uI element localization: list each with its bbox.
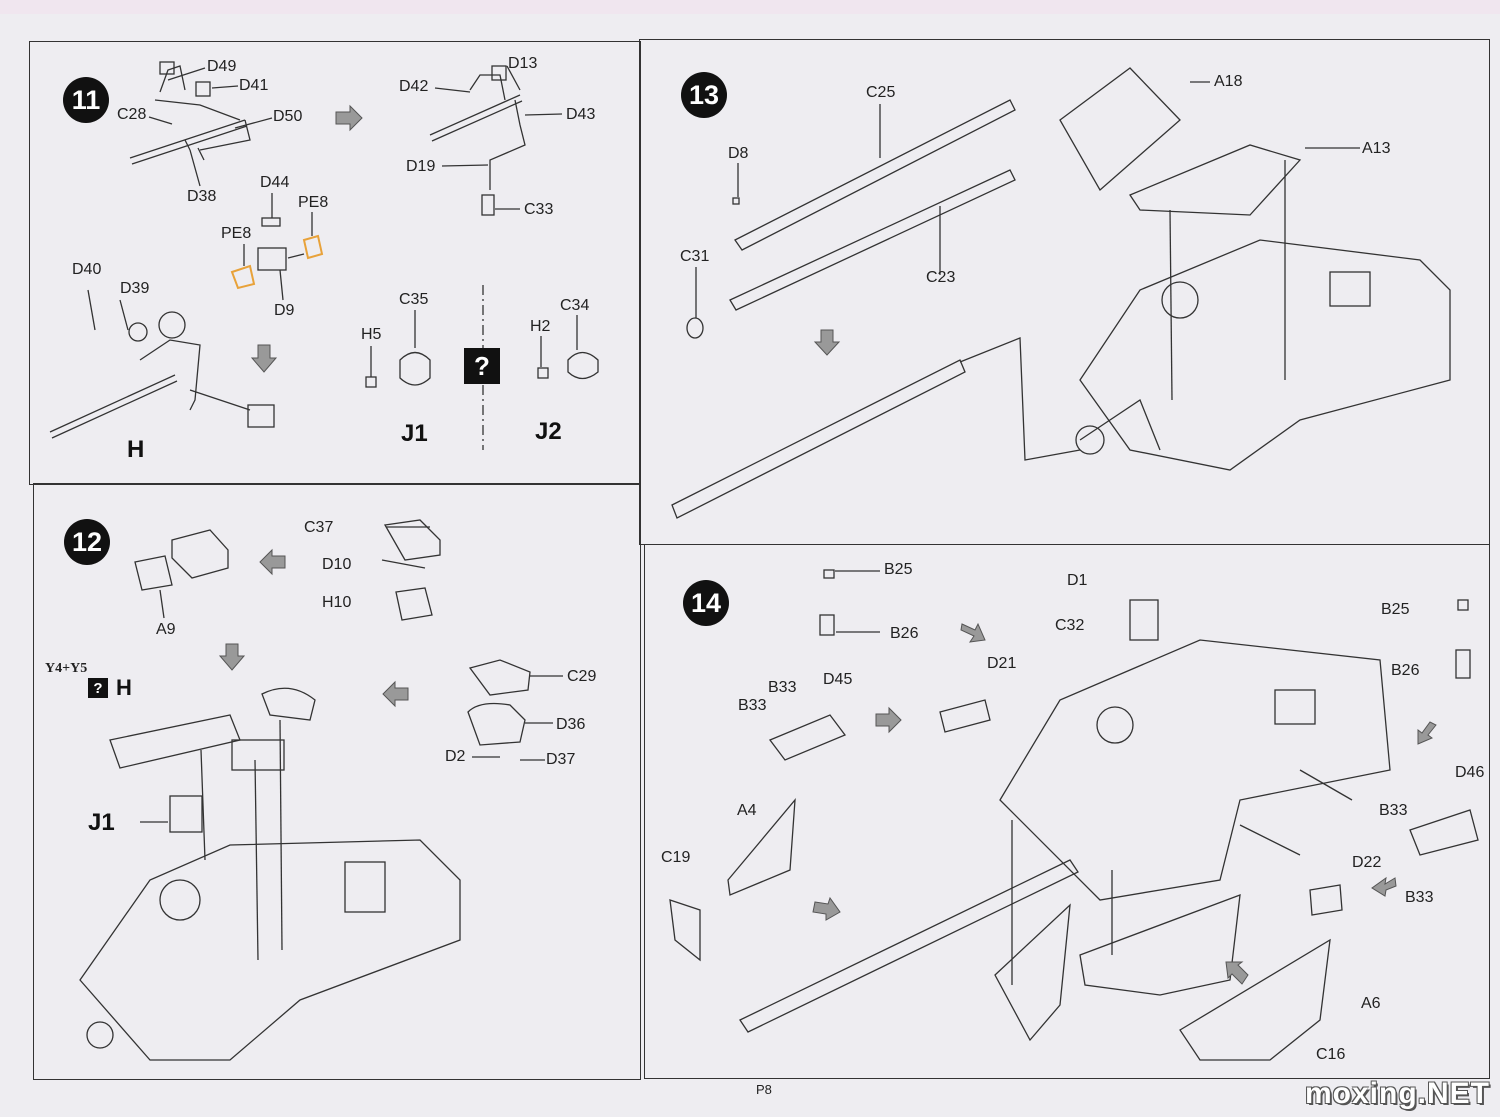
part-label: B26 bbox=[1391, 662, 1420, 679]
part-label: D44 bbox=[260, 174, 290, 191]
part-label: D22 bbox=[1352, 854, 1382, 871]
part-label: C31 bbox=[680, 248, 710, 265]
step-12-badge: 12 bbox=[64, 519, 110, 565]
part-label: D13 bbox=[508, 55, 538, 72]
assembly-h-label: H bbox=[127, 436, 145, 463]
part-label: PE8 bbox=[298, 194, 329, 211]
part-label: D10 bbox=[322, 556, 352, 573]
part-label: D42 bbox=[399, 78, 429, 95]
part-label: A6 bbox=[1361, 995, 1381, 1012]
part-label: D45 bbox=[823, 671, 853, 688]
part-label: C34 bbox=[560, 297, 590, 314]
part-label: D50 bbox=[273, 108, 303, 125]
optional-part-icon: ? bbox=[464, 348, 500, 384]
part-label: D37 bbox=[546, 751, 576, 768]
assembly-j2-label: J2 bbox=[535, 418, 562, 445]
part-label: D36 bbox=[556, 716, 586, 733]
part-label: D43 bbox=[566, 106, 596, 123]
step-14-badge: 14 bbox=[683, 580, 729, 626]
part-label: D9 bbox=[274, 302, 295, 319]
step-13-panel bbox=[639, 39, 1490, 545]
part-label: D41 bbox=[239, 77, 269, 94]
part-label: C16 bbox=[1316, 1046, 1346, 1063]
part-label: PE8 bbox=[221, 225, 252, 242]
part-label: D39 bbox=[120, 280, 150, 297]
part-label: D1 bbox=[1067, 572, 1088, 589]
scan-top-edge bbox=[0, 0, 1500, 14]
step-11-panel bbox=[29, 41, 641, 485]
part-label: B33 bbox=[1405, 889, 1434, 906]
part-label: B33 bbox=[768, 679, 797, 696]
part-label: D46 bbox=[1455, 764, 1485, 781]
part-label: D8 bbox=[728, 145, 749, 162]
part-label: D38 bbox=[187, 188, 217, 205]
part-label: B25 bbox=[1381, 601, 1410, 618]
part-label: C23 bbox=[926, 269, 956, 286]
watermark: moxing.NET bbox=[1304, 1077, 1490, 1110]
part-label: D49 bbox=[207, 58, 237, 75]
part-label: C28 bbox=[117, 106, 147, 123]
part-label: A9 bbox=[156, 621, 176, 638]
colour-reference: Y4+Y5 bbox=[45, 661, 88, 676]
step-14-panel bbox=[644, 544, 1490, 1079]
part-label: C25 bbox=[866, 84, 896, 101]
assembly-j1-label: J1 bbox=[401, 420, 428, 447]
part-label: C29 bbox=[567, 668, 597, 685]
sub-assembly-j1-label: J1 bbox=[88, 809, 115, 836]
step-12-panel bbox=[33, 483, 641, 1080]
step-11-badge: 11 bbox=[63, 77, 109, 123]
page-number: P8 bbox=[756, 1082, 772, 1097]
part-label: A13 bbox=[1362, 140, 1391, 157]
step-13-badge: 13 bbox=[681, 72, 727, 118]
part-label: H5 bbox=[361, 326, 382, 343]
part-label: C37 bbox=[304, 519, 334, 536]
sub-assembly-h-label: H bbox=[116, 675, 132, 700]
part-label: B33 bbox=[1379, 802, 1408, 819]
part-label: C35 bbox=[399, 291, 429, 308]
part-label: B33 bbox=[738, 697, 767, 714]
part-label: D2 bbox=[445, 748, 466, 765]
part-label: H2 bbox=[530, 318, 551, 335]
part-label: D19 bbox=[406, 158, 436, 175]
part-label: D21 bbox=[987, 655, 1017, 672]
part-label: C33 bbox=[524, 201, 554, 218]
part-label: H10 bbox=[322, 594, 352, 611]
part-label: A18 bbox=[1214, 73, 1243, 90]
part-label: B26 bbox=[890, 625, 919, 642]
optional-part-icon: ? bbox=[88, 678, 108, 698]
part-label: A4 bbox=[737, 802, 757, 819]
part-label: D40 bbox=[72, 261, 102, 278]
part-label: C32 bbox=[1055, 617, 1085, 634]
part-label: B25 bbox=[884, 561, 913, 578]
part-label: C19 bbox=[661, 849, 691, 866]
